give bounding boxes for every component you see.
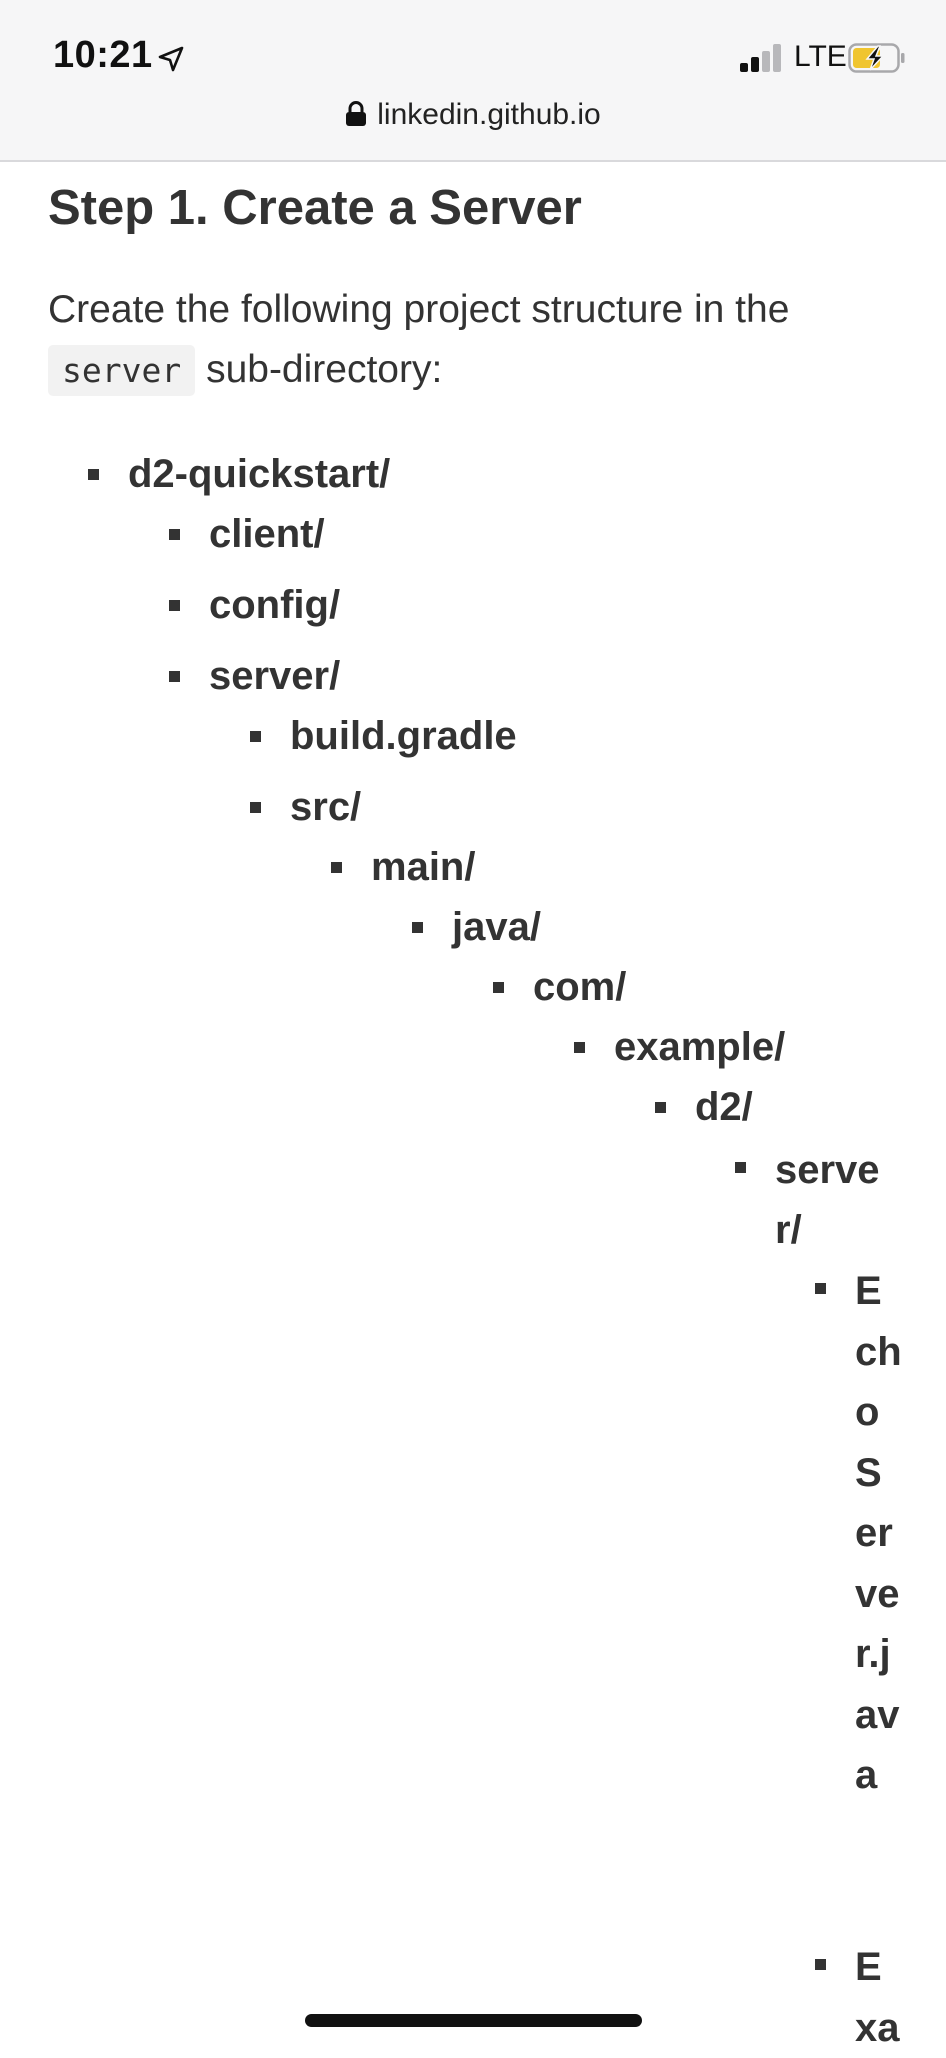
intro-paragraph: Create the following project structure i…: [48, 280, 908, 401]
tree-item-java: java/: [412, 904, 541, 950]
bullet-icon: [815, 1959, 826, 1970]
address-bar[interactable]: linkedin.github.io: [0, 98, 946, 132]
tree-item-server: server/: [169, 653, 341, 699]
tree-item-main: main/: [331, 844, 476, 890]
home-indicator[interactable]: [305, 2014, 642, 2027]
tree-label: build.gradle: [290, 714, 517, 758]
tree-label: Exa: [855, 1945, 900, 2050]
step-title: Step 1. Create a Server: [48, 181, 582, 235]
battery-charging-icon: [848, 43, 905, 73]
tree-item-src: src/: [250, 784, 362, 830]
bullet-icon: [655, 1102, 666, 1113]
tree-label: server/: [775, 1148, 880, 1252]
bullet-icon: [493, 982, 504, 993]
tree-item-build-gradle: build.gradle: [250, 713, 517, 759]
tree-label: server/: [209, 654, 341, 698]
tree-item-server-package: server/: [735, 1140, 900, 1260]
bullet-icon: [169, 671, 180, 682]
tree-label: com/: [533, 965, 627, 1009]
tree-item-config: config/: [169, 582, 341, 628]
bullet-icon: [815, 1283, 826, 1294]
bullet-icon: [735, 1162, 746, 1173]
bullet-icon: [250, 731, 261, 742]
tree-label: config/: [209, 583, 341, 627]
tree-item-client: client/: [169, 511, 325, 557]
status-time: 10:21: [53, 34, 153, 76]
tree-label: d2-quickstart/: [128, 452, 391, 496]
bullet-icon: [88, 469, 99, 480]
bullet-icon: [412, 922, 423, 933]
intro-text-before: Create the following project structure i…: [48, 288, 790, 331]
bullet-icon: [169, 529, 180, 540]
inline-code-server: server: [48, 345, 196, 396]
network-type: LTE: [794, 40, 847, 73]
bullet-icon: [574, 1042, 585, 1053]
location-arrow-icon: [158, 46, 184, 72]
signal-strength-icon: [740, 44, 786, 72]
intro-text-after: sub-directory:: [206, 348, 443, 391]
tree-label: d2/: [695, 1085, 753, 1129]
tree-item-example: example/: [574, 1024, 786, 1070]
url-text: linkedin.github.io: [377, 98, 601, 131]
bullet-icon: [250, 802, 261, 813]
browser-top-bar: 10:21 LTE linkedin.github.io: [0, 0, 946, 162]
tree-item-echo-server-java: EchoServer.java: [815, 1261, 903, 1806]
tree-item-d2-quickstart: d2-quickstart/: [88, 451, 391, 497]
bullet-icon: [169, 600, 180, 611]
tree-label: example/: [614, 1025, 786, 1069]
lock-icon: [346, 101, 367, 126]
tree-label: java/: [452, 905, 541, 949]
bullet-icon: [331, 862, 342, 873]
tree-label: src/: [290, 785, 362, 829]
tree-label: main/: [371, 845, 476, 889]
tree-item-example-file: Exa: [815, 1937, 903, 2058]
tree-label: client/: [209, 512, 325, 556]
tree-item-com: com/: [493, 964, 627, 1010]
tree-item-d2: d2/: [655, 1084, 753, 1130]
tree-label: EchoServer.java: [855, 1269, 902, 1797]
